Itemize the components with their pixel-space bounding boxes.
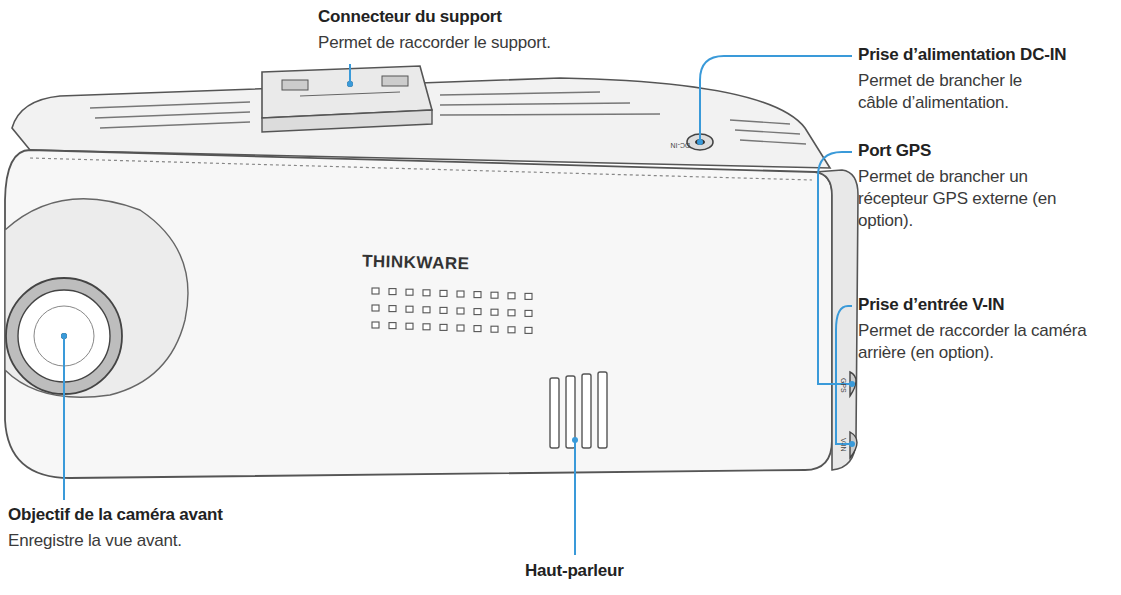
port-marking: V-IN — [839, 438, 848, 452]
part-description: Permet de brancher le câble d’alimentati… — [858, 70, 1063, 114]
front-face — [5, 150, 832, 478]
speaker-hole — [423, 324, 430, 330]
speaker-hole — [457, 308, 464, 314]
speaker-hole — [491, 292, 498, 298]
speaker-hole — [423, 290, 430, 296]
side-face — [815, 170, 858, 470]
brand-logo: THINKWARE — [362, 251, 470, 276]
part-title: Connecteur du support — [318, 6, 502, 28]
side-ports — [850, 372, 857, 458]
mount-connector — [262, 66, 432, 132]
speaker-hole — [525, 327, 532, 333]
speaker-hole — [457, 291, 464, 297]
part-title: Prise d’entrée V-IN — [858, 294, 1004, 316]
speaker-hole — [389, 323, 396, 329]
speaker-hole — [389, 306, 396, 312]
part-title: Prise d’alimentation DC-IN — [858, 44, 1066, 66]
speaker-hole — [491, 309, 498, 315]
speaker-hole — [491, 326, 498, 332]
speaker-hole — [474, 292, 481, 298]
speaker-slots — [550, 372, 607, 448]
speaker-hole — [440, 307, 447, 313]
speaker-hole — [372, 322, 379, 328]
part-description: Permet de raccorder le support. — [318, 32, 618, 54]
leader-lines — [64, 56, 852, 555]
speaker-hole — [372, 288, 379, 294]
speaker-hole — [474, 326, 481, 332]
speaker-hole — [440, 324, 447, 330]
speaker-hole — [389, 289, 396, 295]
part-title: Port GPS — [858, 140, 931, 162]
part-description: Enregistre la vue avant. — [8, 530, 328, 552]
speaker-hole — [406, 289, 413, 295]
speaker-hole — [440, 290, 447, 296]
speaker-hole — [525, 310, 532, 316]
leader-dots — [61, 81, 855, 447]
speaker-hole — [508, 293, 515, 299]
speaker-grille — [372, 288, 532, 333]
front-edge — [30, 158, 812, 180]
speaker-hole — [508, 310, 515, 316]
speaker-hole — [423, 307, 430, 313]
speaker-hole — [372, 305, 379, 311]
port-marking: DC-IN — [671, 141, 690, 150]
speaker-hole — [457, 325, 464, 331]
part-title: Haut-parleur — [525, 560, 624, 582]
speaker-hole — [406, 306, 413, 312]
part-description: Permet de brancher un récepteur GPS exte… — [858, 166, 1058, 232]
part-title: Objectif de la caméra avant — [8, 504, 223, 526]
speaker-hole — [474, 309, 481, 315]
speaker-hole — [525, 293, 532, 299]
speaker-hole — [508, 327, 515, 333]
port-marking: GPS — [839, 378, 848, 393]
front-lens — [5, 199, 188, 397]
speaker-hole — [406, 323, 413, 329]
part-description: Permet de raccorder la caméra arrière (e… — [858, 320, 1120, 364]
